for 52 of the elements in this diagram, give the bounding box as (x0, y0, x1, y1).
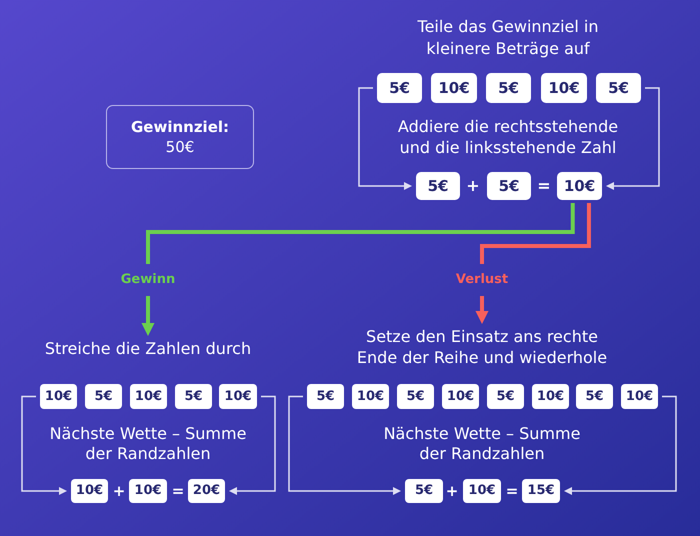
amount-chip: 5€ (416, 172, 460, 200)
amount-chip: 10€ (463, 479, 501, 503)
amount-chip: 5€ (405, 479, 443, 503)
amount-chip: 10€ (71, 479, 108, 503)
edge-label: Gewinn (120, 272, 176, 288)
loop-arrow (564, 396, 677, 495)
flow-arrow (476, 201, 591, 324)
amount-chip: 10€ (40, 384, 77, 409)
step-heading: Setze den Einsatz ans rechte Ende der Reihe und wiederhole (351, 326, 613, 368)
loop-arrow (606, 87, 660, 190)
equals-sign: = (537, 176, 551, 196)
amount-chip: 5€ (596, 73, 641, 103)
instruction-text: Nächste Wette – Summe der Randzahlen (382, 424, 582, 464)
amount-chip: 5€ (576, 384, 613, 409)
loop-arrow (358, 87, 412, 190)
goal-box (106, 105, 254, 169)
amount-chip: 10€ (621, 384, 658, 409)
step-heading: Streiche die Zahlen durch (44, 338, 252, 359)
loop-arrow (229, 396, 276, 495)
amount-chip: 10€ (442, 384, 479, 409)
goal-value: 50€ (166, 137, 194, 157)
equals-sign: = (172, 481, 184, 501)
plus-sign: + (112, 481, 126, 501)
amount-chip: 5€ (175, 384, 212, 409)
amount-chip: 5€ (85, 384, 122, 409)
instruction-text: Nächste Wette – Summe der Randzahlen (48, 424, 248, 464)
amount-chip: 10€ (129, 479, 167, 503)
amount-chip: 5€ (487, 172, 531, 200)
goal-heading: Gewinnziel: (130, 117, 230, 137)
loop-arrow (21, 396, 67, 495)
plus-sign: + (446, 481, 458, 501)
amount-chip: 15€ (522, 479, 560, 503)
amount-chip: 5€ (397, 384, 434, 409)
edge-label: Verlust (456, 272, 508, 288)
amount-chip: 10€ (219, 384, 257, 409)
instruction-text: Addiere die rechtsstehende und die linksstehende Zahl (396, 116, 620, 158)
amount-chip: 20€ (188, 479, 225, 503)
equals-sign: = (506, 481, 518, 501)
amount-chip: 5€ (377, 73, 422, 103)
amount-chip: 5€ (307, 384, 344, 409)
amount-chip: 10€ (352, 384, 389, 409)
plus-sign: + (466, 176, 480, 196)
amount-chip: 10€ (431, 73, 477, 103)
amount-chip: 10€ (130, 384, 167, 409)
flow-arrow (142, 201, 575, 336)
amount-chip: 5€ (487, 384, 524, 409)
amount-chip: 10€ (532, 384, 569, 409)
amount-chip: 5€ (486, 73, 531, 103)
instruction-text: Teile das Gewinnziel in kleinere Beträge auf (416, 16, 600, 60)
loop-arrow (288, 396, 401, 495)
amount-chip: 10€ (557, 172, 602, 200)
amount-chip: 10€ (541, 73, 587, 103)
